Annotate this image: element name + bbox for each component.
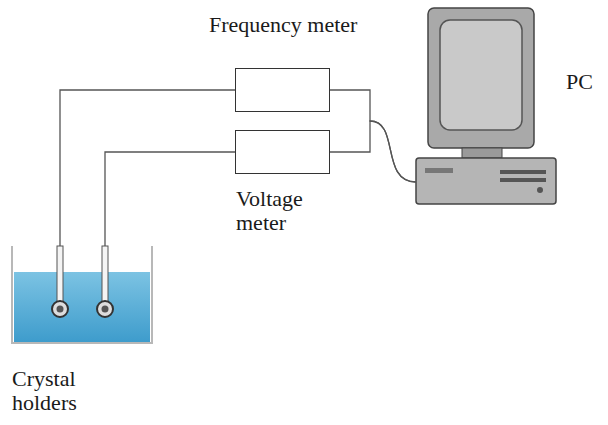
crystal-holder bbox=[97, 246, 113, 317]
wire bbox=[105, 152, 235, 246]
node-label: Crystal holders bbox=[12, 367, 142, 415]
beaker-node: Crystal holders bbox=[12, 246, 152, 343]
beaker bbox=[12, 246, 152, 343]
computer-node: PC bbox=[416, 8, 556, 204]
meter-box: Frequency meter bbox=[235, 68, 330, 112]
node-label: Frequency meter bbox=[209, 13, 357, 37]
liquid bbox=[14, 272, 150, 342]
crystal-holder bbox=[52, 246, 68, 317]
computer bbox=[416, 8, 556, 204]
meter-box: Voltage meter bbox=[235, 130, 330, 174]
wire bbox=[330, 121, 416, 182]
node-label: Voltage meter bbox=[236, 187, 346, 235]
wire bbox=[60, 90, 235, 246]
node-label: PC bbox=[566, 70, 593, 94]
wire bbox=[330, 90, 416, 182]
